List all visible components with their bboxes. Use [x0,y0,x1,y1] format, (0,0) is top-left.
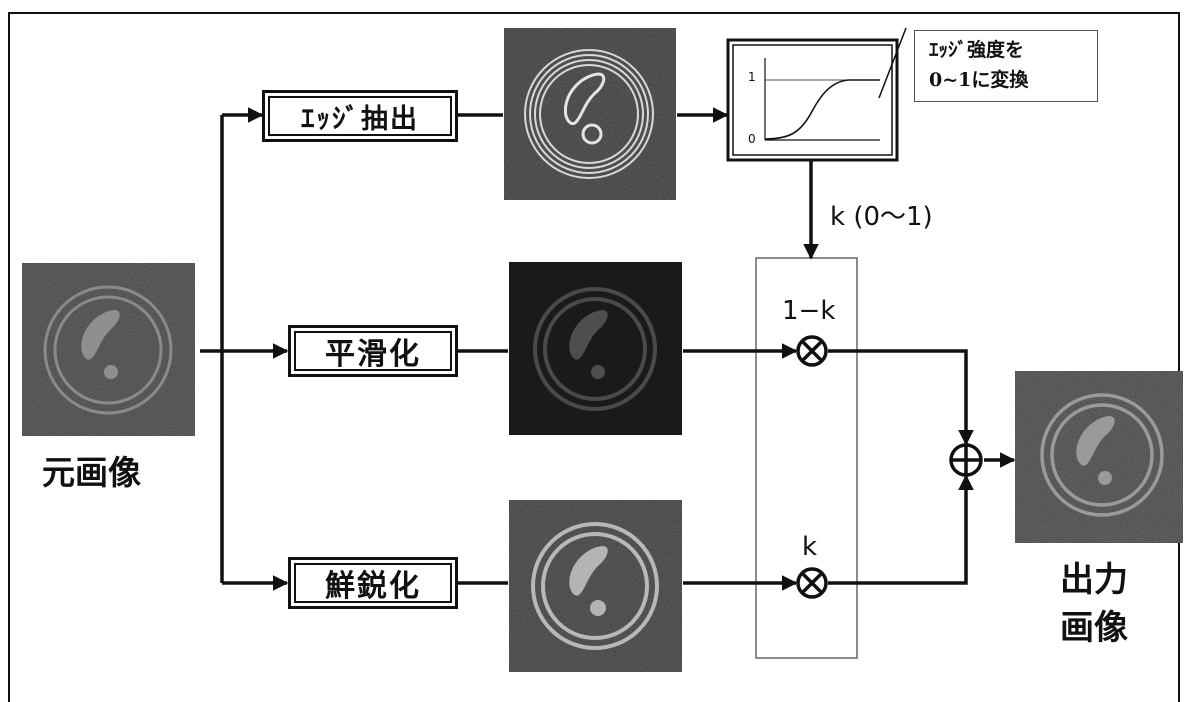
multiply-operator-bottom [798,569,826,597]
edge-extract-box: ｴｯｼﾞ抽出 [262,90,458,142]
input-image-label: 元画像 [42,446,141,494]
multiply-operator-top [798,337,826,365]
output-image [1015,371,1183,543]
sharpening-label: 鮮鋭化 [325,561,421,605]
edge-note-line1: ｴｯｼﾞ強度を [929,35,1097,65]
output-image-label-line2: 画像 [1060,600,1128,649]
sharp-weight-label: k [802,532,817,562]
smoothing-box: 平滑化 [288,325,458,377]
smoothing-label: 平滑化 [325,329,421,373]
smooth-weight-label: 1−k [782,296,835,326]
add-operator [951,445,981,475]
edge-note-line2: 0~1に変換 [929,65,1097,95]
curve-tick-top: 1 [748,70,756,84]
k-range-label: k (0～1) [830,196,933,233]
output-image-label-line1: 出力 [1060,552,1128,601]
edge-extract-label: ｴｯｼﾞ抽出 [301,97,419,136]
sharpening-box: 鮮鋭化 [288,557,458,609]
edge-note-box: ｴｯｼﾞ強度を 0~1に変換 [914,30,1098,102]
curve-tick-bottom: 0 [748,132,756,146]
edge-image [504,28,676,200]
input-image [22,263,195,436]
smoothed-image [509,262,682,435]
sharpened-image [509,500,682,672]
